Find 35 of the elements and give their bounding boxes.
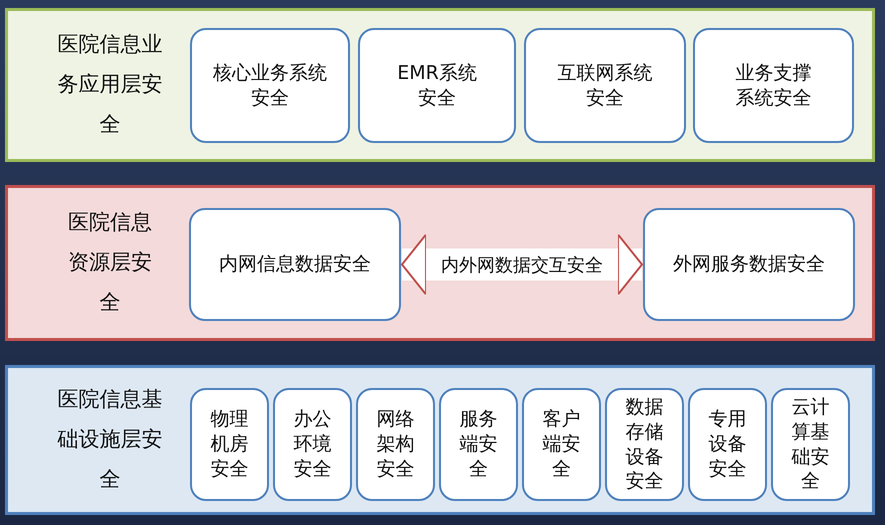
security-box <box>190 28 350 143</box>
double-arrow <box>401 234 643 296</box>
security-box <box>605 388 684 501</box>
security-box <box>439 388 518 501</box>
box-label: EMR系统安全 <box>396 60 478 110</box>
box-label: 服务端安全 <box>458 407 498 482</box>
security-box <box>524 28 686 143</box>
security-box <box>522 388 601 501</box>
box-label: 办公环境安全 <box>292 407 332 482</box>
security-box <box>643 208 855 321</box>
box-label: 客户端安全 <box>542 407 582 482</box>
layer-title: 医院信息业务应用层安全 <box>56 31 164 138</box>
security-box <box>190 388 269 501</box>
box-label: 数据存储设备安全 <box>624 395 664 494</box>
box-label: 云计算基础安全 <box>790 395 830 494</box>
layer-title: 医院信息基础设施层安全 <box>56 386 164 493</box>
layer-panel <box>5 185 875 341</box>
box-label: 核心业务系统安全 <box>212 60 328 110</box>
box-label: 物理机房安全 <box>210 407 250 482</box>
box-label: 外网服务数据安全 <box>673 252 825 277</box>
box-label: 内网信息数据安全 <box>219 252 371 277</box>
box-label: 专用设备安全 <box>708 407 748 482</box>
security-box <box>273 388 352 501</box>
box-label: 业务支撑系统安全 <box>734 60 812 110</box>
security-box <box>688 388 767 501</box>
security-box <box>189 208 401 321</box>
box-label: 互联网系统安全 <box>556 60 654 110</box>
security-box <box>356 388 435 501</box>
security-box <box>693 28 854 143</box>
security-box <box>358 28 516 143</box>
box-label: 网络架构安全 <box>376 407 416 482</box>
security-box <box>771 388 850 501</box>
layer-panel <box>5 365 875 515</box>
layer-panel <box>5 8 875 162</box>
layer-title: 医院信息资源层安全 <box>67 209 153 316</box>
